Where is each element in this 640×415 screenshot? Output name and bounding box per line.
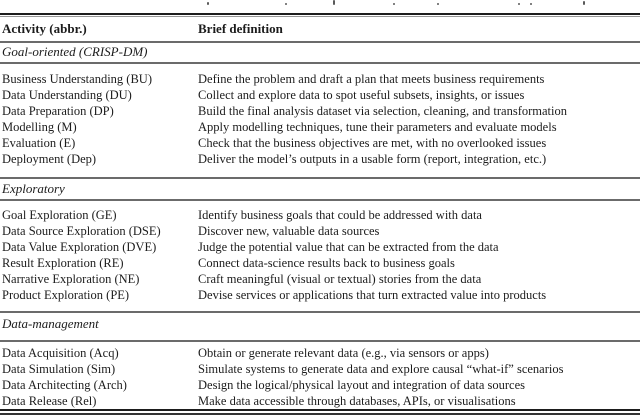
table-row: Data Architecting (Arch) Design the logi… — [0, 377, 640, 393]
table-rule — [0, 177, 640, 179]
definition-cell: Design the logical/physical layout and i… — [198, 378, 525, 392]
activity-cell: Data Architecting (Arch) — [2, 378, 127, 392]
caption-fragment — [437, 3, 439, 5]
table-row: Data Simulation (Sim) Simulate systems t… — [0, 361, 640, 377]
caption-fragment — [285, 3, 287, 5]
table-rule — [0, 62, 640, 64]
activity-cell: Result Exploration (RE) — [2, 256, 124, 270]
definition-cell: Identify business goals that could be ad… — [198, 208, 482, 222]
activity-cell: Data Source Exploration (DSE) — [2, 224, 161, 238]
activity-cell: Modelling (M) — [2, 120, 77, 134]
definition-cell: Devise services or applications that tur… — [198, 288, 547, 302]
definition-cell: Check that the business objectives are m… — [198, 136, 547, 150]
caption-fragment — [583, 1, 585, 5]
definition-cell: Simulate systems to generate data and ex… — [198, 362, 564, 376]
caption-fragment — [530, 3, 532, 5]
definition-cell: Define the problem and draft a plan that… — [198, 72, 545, 86]
activity-cell: Goal Exploration (GE) — [2, 208, 117, 222]
table-row: Data Understanding (DU) Collect and expl… — [0, 87, 640, 103]
activity-cell: Evaluation (E) — [2, 136, 76, 150]
table-header-row: Activity (abbr.) Brief definition — [0, 17, 640, 41]
table-row: Product Exploration (PE) Devise services… — [0, 287, 640, 303]
definition-cell: Connect data-science results back to bus… — [198, 256, 455, 270]
activity-cell: Deployment (Dep) — [2, 152, 97, 166]
table-row: Data Preparation (DP) Build the final an… — [0, 103, 640, 119]
caption-fragment — [333, 0, 335, 5]
caption-spacer — [0, 0, 640, 13]
activity-cell: Data Release (Rel) — [2, 394, 97, 408]
table-row: Result Exploration (RE) Connect data-sci… — [0, 255, 640, 271]
table-row: Goal Exploration (GE) Identify business … — [0, 207, 640, 223]
table-bottom-rule — [0, 409, 640, 415]
section-rows-data-management: Data Acquisition (Acq) Obtain or generat… — [0, 342, 640, 409]
section-title-exploratory: Exploratory — [2, 181, 65, 196]
activity-cell: Data Value Exploration (DVE) — [2, 240, 157, 254]
column-header-activity: Activity (abbr.) — [2, 21, 87, 36]
table-top-rule — [0, 13, 640, 17]
caption-fragment — [518, 3, 520, 5]
definition-cell: Judge the potential value that can be ex… — [198, 240, 499, 254]
definition-cell: Obtain or generate relevant data (e.g., … — [198, 346, 489, 360]
table-row: Data Source Exploration (DSE) Discover n… — [0, 223, 640, 239]
table-row: Data Release (Rel) Make data accessible … — [0, 393, 640, 409]
activity-cell: Data Preparation (DP) — [2, 104, 114, 118]
table-row: Data Acquisition (Acq) Obtain or generat… — [0, 345, 640, 361]
definition-cell: Apply modelling techniques, tune their p… — [198, 120, 557, 134]
section-rows-goal-oriented: Business Understanding (BU) Define the p… — [0, 64, 640, 177]
definition-cell: Craft meaningful (visual or textual) sto… — [198, 272, 482, 286]
table-rule — [0, 199, 640, 201]
definition-cell: Build the final analysis dataset via sel… — [198, 104, 567, 118]
definition-cell: Discover new, valuable data sources — [198, 224, 380, 238]
table-rule — [0, 41, 640, 43]
table-row: Business Understanding (BU) Define the p… — [0, 71, 640, 87]
column-header-definition: Brief definition — [198, 21, 283, 36]
table-rule — [0, 340, 640, 342]
section-title-goal-oriented: Goal-oriented (CRISP-DM) — [2, 44, 148, 59]
section-rows-exploratory: Goal Exploration (GE) Identify business … — [0, 201, 640, 311]
definition-cell: Make data accessible through databases, … — [198, 394, 516, 408]
definition-cell: Collect and explore data to spot useful … — [198, 88, 525, 102]
activity-cell: Business Understanding (BU) — [2, 72, 152, 86]
activity-cell: Data Simulation (Sim) — [2, 362, 116, 376]
table-row: Modelling (M) Apply modelling techniques… — [0, 119, 640, 135]
activity-cell: Data Acquisition (Acq) — [2, 346, 119, 360]
activity-cell: Data Understanding (DU) — [2, 88, 132, 102]
table-row: Data Value Exploration (DVE) Judge the p… — [0, 239, 640, 255]
activity-cell: Narrative Exploration (NE) — [2, 272, 140, 286]
table-row: Deployment (Dep) Deliver the model’s out… — [0, 151, 640, 167]
table-rule — [0, 311, 640, 313]
caption-fragment — [393, 3, 395, 5]
section-title-data-management: Data-management — [2, 316, 99, 331]
activity-cell: Product Exploration (PE) — [2, 288, 130, 302]
definition-cell: Deliver the model’s outputs in a usable … — [198, 152, 547, 166]
caption-fragment — [207, 2, 209, 5]
table-row: Narrative Exploration (NE) Craft meaning… — [0, 271, 640, 287]
table-row: Evaluation (E) Check that the business o… — [0, 135, 640, 151]
